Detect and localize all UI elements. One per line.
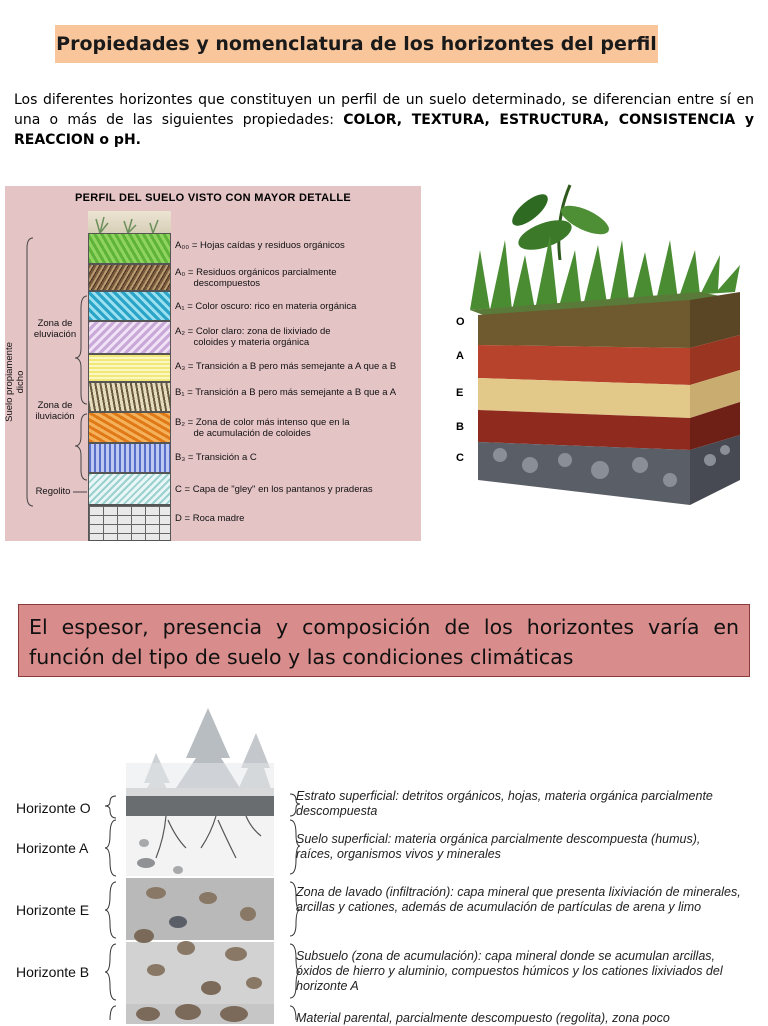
layer-d	[88, 505, 171, 541]
horizon-b-label: Horizonte B	[16, 964, 89, 980]
soil-profile-diagram: PERFIL DEL SUELO VISTO CON MAYOR DETALLE…	[5, 186, 421, 541]
page-title-text: Propiedades y nomenclatura de los horizo…	[56, 33, 657, 55]
zone-braces	[23, 236, 93, 526]
layer-label-a2: A₂ = Color claro: zona de lixiviado de c…	[175, 326, 331, 348]
layer-label-a00: A₀₀ = Hojas caídas y residuos orgánicos	[175, 240, 345, 251]
layer-a0	[88, 264, 171, 291]
regolith-label: Regolito	[25, 486, 81, 497]
cube-letter-c: C	[456, 452, 464, 464]
layer-a00	[88, 233, 171, 264]
horizon-braces	[100, 790, 300, 1024]
layer-label-d: D = Roca madre	[175, 513, 244, 524]
layer-label-a3: A₃ = Transición a B pero más semejante a…	[175, 361, 396, 372]
cube-letter-b: B	[456, 421, 464, 433]
layer-label-a0: A₀ = Residuos orgánicos parcialmente des…	[175, 267, 337, 289]
horizon-e-label: Horizonte E	[16, 902, 89, 918]
layer-label-b3: B₃ = Transición a C	[175, 452, 257, 463]
horizon-b-desc: Subsuelo (zona de acumulación): capa min…	[296, 949, 736, 994]
layer-c	[88, 473, 171, 505]
thickness-banner: El espesor, presencia y composición de l…	[18, 604, 750, 677]
layer-label-a1: A₁ = Color oscuro: rico en materia orgán…	[175, 301, 356, 312]
layer-b3	[88, 443, 171, 473]
layer-a1	[88, 291, 171, 321]
horizon-a-label: Horizonte A	[16, 840, 88, 856]
zone-eluviation-label: Zona de eluviación	[27, 318, 83, 340]
horizon-e-desc: Zona de lavado (infiltración): capa mine…	[296, 885, 746, 915]
cube-letter-a: A	[456, 350, 464, 362]
cube-letter-e: E	[456, 387, 463, 399]
zone-illuviation-label: Zona de iluviación	[27, 400, 83, 422]
horizon-a-desc: Suelo superficial: materia orgánica parc…	[296, 832, 726, 862]
layer-label-b1: B₁ = Transición a B pero más semejante a…	[175, 387, 396, 398]
horizon-o-desc: Estrato superficial: detritos orgánicos,…	[296, 789, 716, 819]
profile-title: PERFIL DEL SUELO VISTO CON MAYOR DETALLE	[5, 192, 421, 204]
plant-icon	[88, 211, 171, 233]
layer-a2	[88, 321, 171, 354]
horizon-o-label: Horizonte O	[16, 800, 91, 816]
layer-label-b2: B₂ = Zona de color más intenso que en la…	[175, 417, 350, 439]
layer-b2	[88, 412, 171, 443]
cube-letter-o: O	[456, 316, 465, 328]
surface-vegetation	[88, 211, 171, 233]
layer-label-c: C = Capa de "gley" en los pantanos y pra…	[175, 484, 373, 495]
layer-b1	[88, 382, 171, 412]
layer-a3	[88, 354, 171, 382]
intro-paragraph: Los diferentes horizontes que constituye…	[14, 90, 754, 150]
page-title: Propiedades y nomenclatura de los horizo…	[55, 25, 658, 63]
soil-cube-illustration	[450, 180, 755, 520]
